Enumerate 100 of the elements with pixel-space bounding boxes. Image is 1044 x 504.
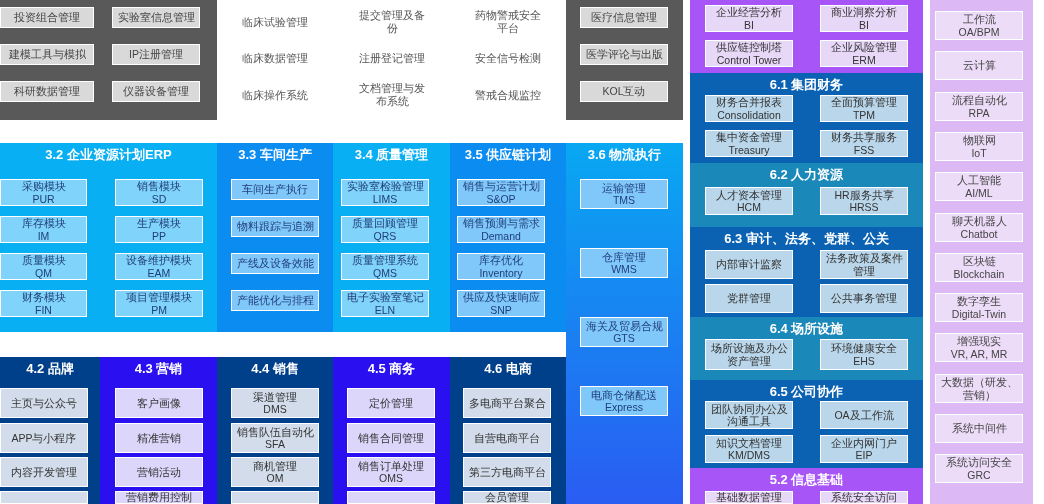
module-label: 文档管理与发布系统	[358, 82, 426, 109]
module-box: 环境健康安全 EHS	[820, 339, 908, 370]
module-box: 项目管理模块 PM	[115, 290, 203, 317]
module-box: 销售与运营计划 S&OP	[457, 179, 545, 206]
module-label: 注册登记管理	[358, 51, 426, 65]
module-label: 药物警戒安全平台	[475, 9, 541, 36]
module-box: 集中资金管理 Treasury	[705, 130, 793, 157]
module-box: 实验室信息管理	[112, 7, 200, 28]
module-box: 财务模块 FIN	[0, 290, 87, 317]
section-panel	[217, 143, 333, 332]
module-box: 库存优化 Inventory	[457, 253, 545, 280]
module-box: 自营电商平台	[463, 423, 551, 453]
module-label: 临床试验管理	[241, 15, 309, 29]
module-box: 质量模块 QM	[0, 253, 87, 280]
section-panel	[333, 357, 450, 504]
section-panel	[566, 0, 683, 120]
module-box: HR服务共享 HRSS	[820, 187, 908, 215]
module-box: 内容开发管理	[0, 457, 88, 487]
module-box: 会员管理	[463, 491, 551, 504]
module-box: 物联网 IoT	[935, 132, 1023, 161]
module-box: 财务共享服务 FSS	[820, 130, 908, 157]
module-box: 库存模块 IM	[0, 216, 87, 243]
module-box: 仪器设备管理	[112, 81, 200, 102]
section-heading: 3.4 质量管理	[353, 146, 430, 164]
module-box: 企业风险管理 ERM	[820, 40, 908, 67]
module-box: 质量回顾管理 QRS	[341, 216, 429, 243]
module-box: 医疗信息管理	[580, 7, 668, 28]
module-box: 销售合同管理	[347, 423, 435, 453]
module-box: 科研数据管理	[0, 81, 94, 102]
module-box: 物料跟踪与追溯	[231, 216, 319, 237]
module-box: 人工智能 AI/ML	[935, 172, 1023, 201]
section-heading: 4.3 营销	[133, 360, 184, 378]
section-heading: 5.2 信息基础	[768, 471, 845, 489]
section-heading: 4.4 销售	[250, 360, 300, 378]
section-panel	[450, 357, 566, 504]
module-box: 法务政策及案件管理	[820, 250, 908, 279]
section-panel	[690, 227, 923, 317]
module-box: 投资组合管理	[0, 7, 94, 28]
module-box: 营销费用控制	[115, 491, 203, 504]
module-box: 产线及设备效能	[231, 253, 319, 274]
module-box: 知识文档管理 KM/DMS	[705, 435, 793, 463]
module-box: 流程自动化 RPA	[935, 92, 1023, 121]
module-box: 企业经营分析 BI	[705, 5, 793, 32]
module-box: 场所设施及办公资产管理	[705, 339, 793, 370]
section-panel	[0, 357, 100, 504]
module-box: 医学评论与出版	[580, 44, 668, 65]
module-box: 电商仓储配送 Express	[580, 386, 668, 416]
section-panel	[100, 357, 217, 504]
module-box: 财务合并报表 Consolidation	[705, 95, 793, 122]
section-panel	[690, 468, 923, 504]
module-box: 系统中间件	[935, 414, 1023, 443]
section-panel	[930, 0, 1033, 504]
module-box: 实验室检验管理 LIMS	[341, 179, 429, 206]
module-label: 安全信号检测	[474, 51, 542, 65]
module-label: 临床操作系统	[241, 88, 309, 102]
module-box: 车间生产执行	[231, 179, 319, 200]
module-box: 人才资本管理 HCM	[705, 187, 793, 215]
section-heading: 6.5 公司协作	[768, 383, 845, 401]
module-box: 商机管理 OM	[231, 457, 319, 487]
module-box: 精准营销	[115, 423, 203, 453]
section-panel	[690, 317, 923, 380]
module-box: 公共事务管理	[820, 284, 908, 313]
module-box: 工作流 OA/BPM	[935, 11, 1023, 40]
module-box: 增强现实 VR, AR, MR	[935, 333, 1023, 362]
module-box: 区块链 Blockchain	[935, 253, 1023, 282]
section-heading: 4.6 电商	[483, 360, 533, 378]
section-heading: 6.2 人力资源	[768, 166, 845, 184]
module-label: 警戒合规监控	[474, 88, 542, 102]
section-panel	[566, 143, 683, 504]
module-box: KOL互动	[580, 81, 668, 102]
section-panel	[217, 357, 333, 504]
module-box: 产能优化与排程	[231, 290, 319, 311]
module-box: 供应及快速响应 SNP	[457, 290, 545, 317]
module-box: 聊天机器人 Chatbot	[935, 213, 1023, 242]
section-heading: 4.5 商务	[366, 360, 417, 378]
module-box: 销售模块 SD	[115, 179, 203, 206]
section-panel	[0, 143, 217, 332]
section-heading: 3.3 车间生产	[237, 146, 313, 164]
section-panel	[690, 380, 923, 468]
module-box: 生产模块 PP	[115, 216, 203, 243]
module-box: OA及工作流	[820, 401, 908, 429]
module-box: 团队协同办公及沟通工具	[705, 401, 793, 429]
section-panel	[690, 163, 923, 227]
module-box: 主页与公众号	[0, 388, 88, 418]
module-box: 质量管理系统 QMS	[341, 253, 429, 280]
module-box: 营销活动	[115, 457, 203, 487]
module-box	[231, 491, 319, 504]
section-heading: 6.1 集团财务	[768, 76, 845, 94]
section-heading: 3.5 供应链计划	[463, 146, 553, 164]
section-panel	[690, 73, 923, 163]
module-box: 建模工具与模拟	[0, 44, 94, 65]
module-box: 电子实验室笔记 ELN	[341, 290, 429, 317]
section-panel	[450, 143, 566, 332]
section-heading: 6.3 审计、法务、党群、公关	[723, 230, 890, 248]
module-box: 供应链控制塔 Control Tower	[705, 40, 793, 67]
module-box: 党群管理	[705, 284, 793, 313]
module-box: 商业洞察分析 BI	[820, 5, 908, 32]
module-box: 大数据（研发、营销）	[935, 374, 1023, 403]
module-box: 数字孪生 Digital-Twin	[935, 293, 1023, 322]
module-box: 销售订单处理 OMS	[347, 457, 435, 487]
